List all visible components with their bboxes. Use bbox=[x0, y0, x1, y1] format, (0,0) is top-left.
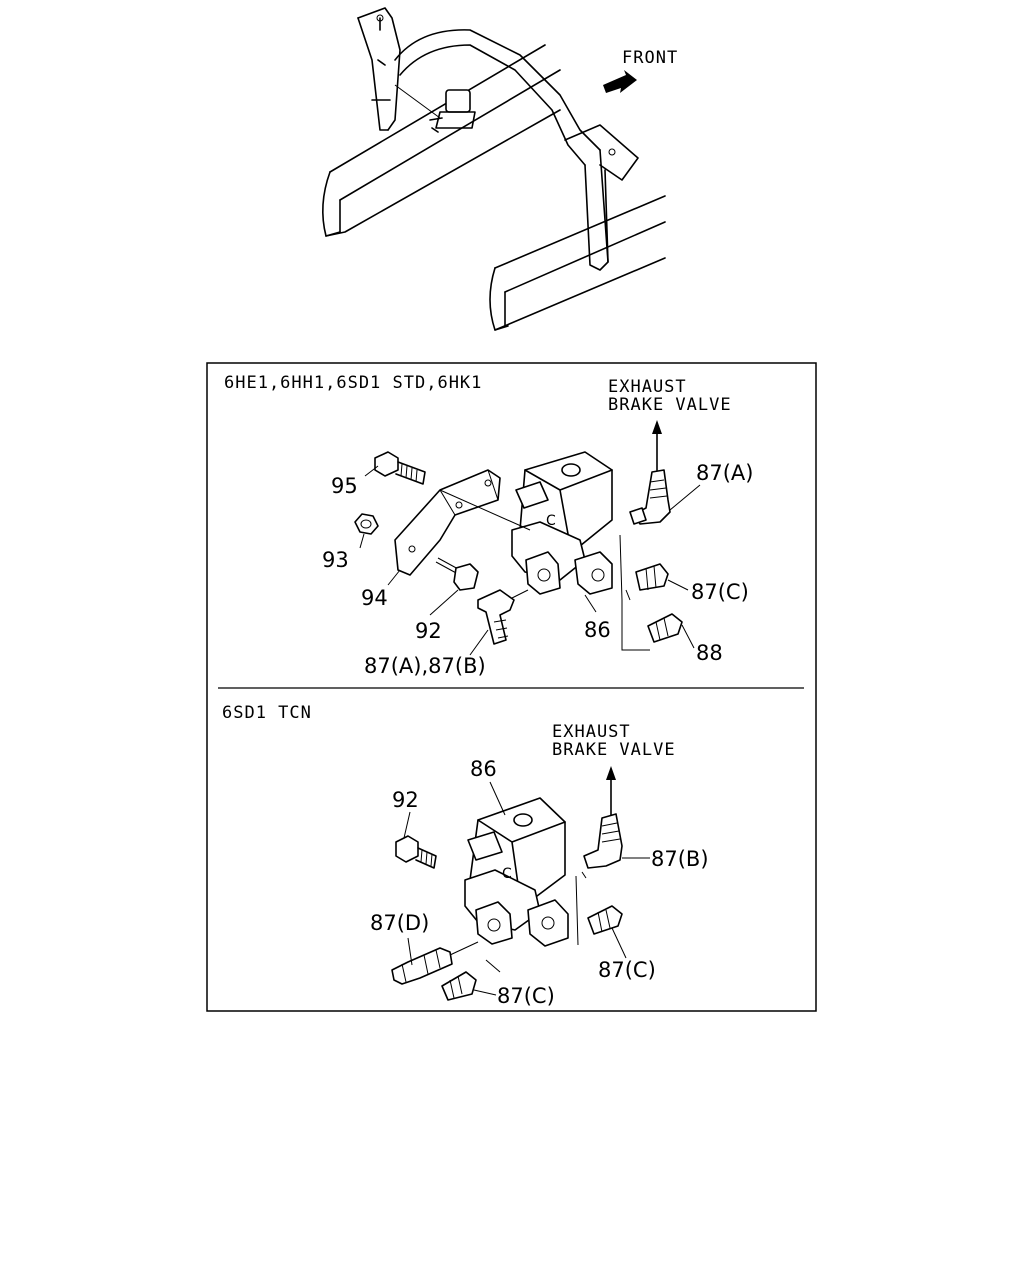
plug-87c bbox=[635, 563, 669, 591]
exhaust-brake-valve-label-line1: EXHAUST bbox=[608, 377, 687, 397]
leader-lines-top bbox=[359, 465, 701, 656]
elbow-fitting-87b bbox=[583, 813, 623, 869]
panel-top: 6HE1,6HH1,6SD1 STD,6HK1 EXHAUST BRAKE VA… bbox=[224, 373, 753, 678]
bracket-94 bbox=[394, 469, 501, 576]
bolt-92 bbox=[435, 557, 479, 591]
front-arrow-icon bbox=[603, 70, 637, 93]
svg-text:C: C bbox=[546, 513, 556, 529]
exhaust-brake-valve-label-line2: BRAKE VALVE bbox=[608, 395, 732, 415]
callout-94: 94 bbox=[361, 586, 388, 610]
leader-lines-bottom bbox=[403, 781, 650, 996]
callout-86: 86 bbox=[584, 618, 611, 642]
callout-87d: 87(D) bbox=[370, 911, 429, 935]
elbow-fitting-87ab bbox=[477, 589, 529, 645]
callout-87c: 87(C) bbox=[691, 580, 749, 604]
cross-member bbox=[357, 7, 639, 271]
callout-87a: 87(A) bbox=[696, 461, 753, 485]
nut-93 bbox=[354, 513, 379, 535]
plug-88 bbox=[647, 613, 683, 643]
panel-top-header: 6HE1,6HH1,6SD1 STD,6HK1 bbox=[224, 373, 482, 393]
callout-88: 88 bbox=[696, 641, 723, 665]
up-arrow-icon bbox=[652, 420, 662, 471]
fitting-87d bbox=[391, 941, 479, 985]
solenoid-valve-location bbox=[394, 84, 476, 133]
left-frame-rail bbox=[322, 44, 561, 237]
bolt-92 bbox=[395, 835, 437, 869]
bolt-95 bbox=[374, 451, 426, 485]
solenoid-valve-86: C bbox=[511, 451, 613, 595]
panel-bottom-header: 6SD1 TCN bbox=[222, 703, 312, 723]
exhaust-brake-valve-label-line1: EXHAUST bbox=[552, 722, 631, 742]
callout-87c-bottom: 87(C) bbox=[497, 984, 555, 1008]
callout-87a-87b: 87(A),87(B) bbox=[364, 654, 486, 678]
front-label: FRONT bbox=[622, 48, 678, 68]
chassis-overview: FRONT bbox=[322, 7, 678, 331]
callout-92: 92 bbox=[392, 788, 419, 812]
panel-bottom: 6SD1 TCN EXHAUST BRAKE VALVE C bbox=[222, 703, 709, 1008]
svg-text:C: C bbox=[502, 866, 512, 882]
elbow-fitting-87a bbox=[629, 469, 671, 525]
detail-frame bbox=[206, 362, 817, 1012]
plug-87c-bottom bbox=[441, 971, 477, 1001]
up-arrow-icon bbox=[606, 766, 616, 816]
callout-95: 95 bbox=[331, 474, 358, 498]
plug-87c-right bbox=[587, 905, 623, 935]
callout-92: 92 bbox=[415, 619, 442, 643]
exhaust-brake-valve-label-line2: BRAKE VALVE bbox=[552, 740, 676, 760]
callout-87b: 87(B) bbox=[651, 847, 709, 871]
callout-86: 86 bbox=[470, 757, 497, 781]
solenoid-valve-86: C bbox=[464, 797, 569, 947]
callout-87c-right: 87(C) bbox=[598, 958, 656, 982]
callout-93: 93 bbox=[322, 548, 349, 572]
right-frame-rail bbox=[489, 195, 666, 331]
